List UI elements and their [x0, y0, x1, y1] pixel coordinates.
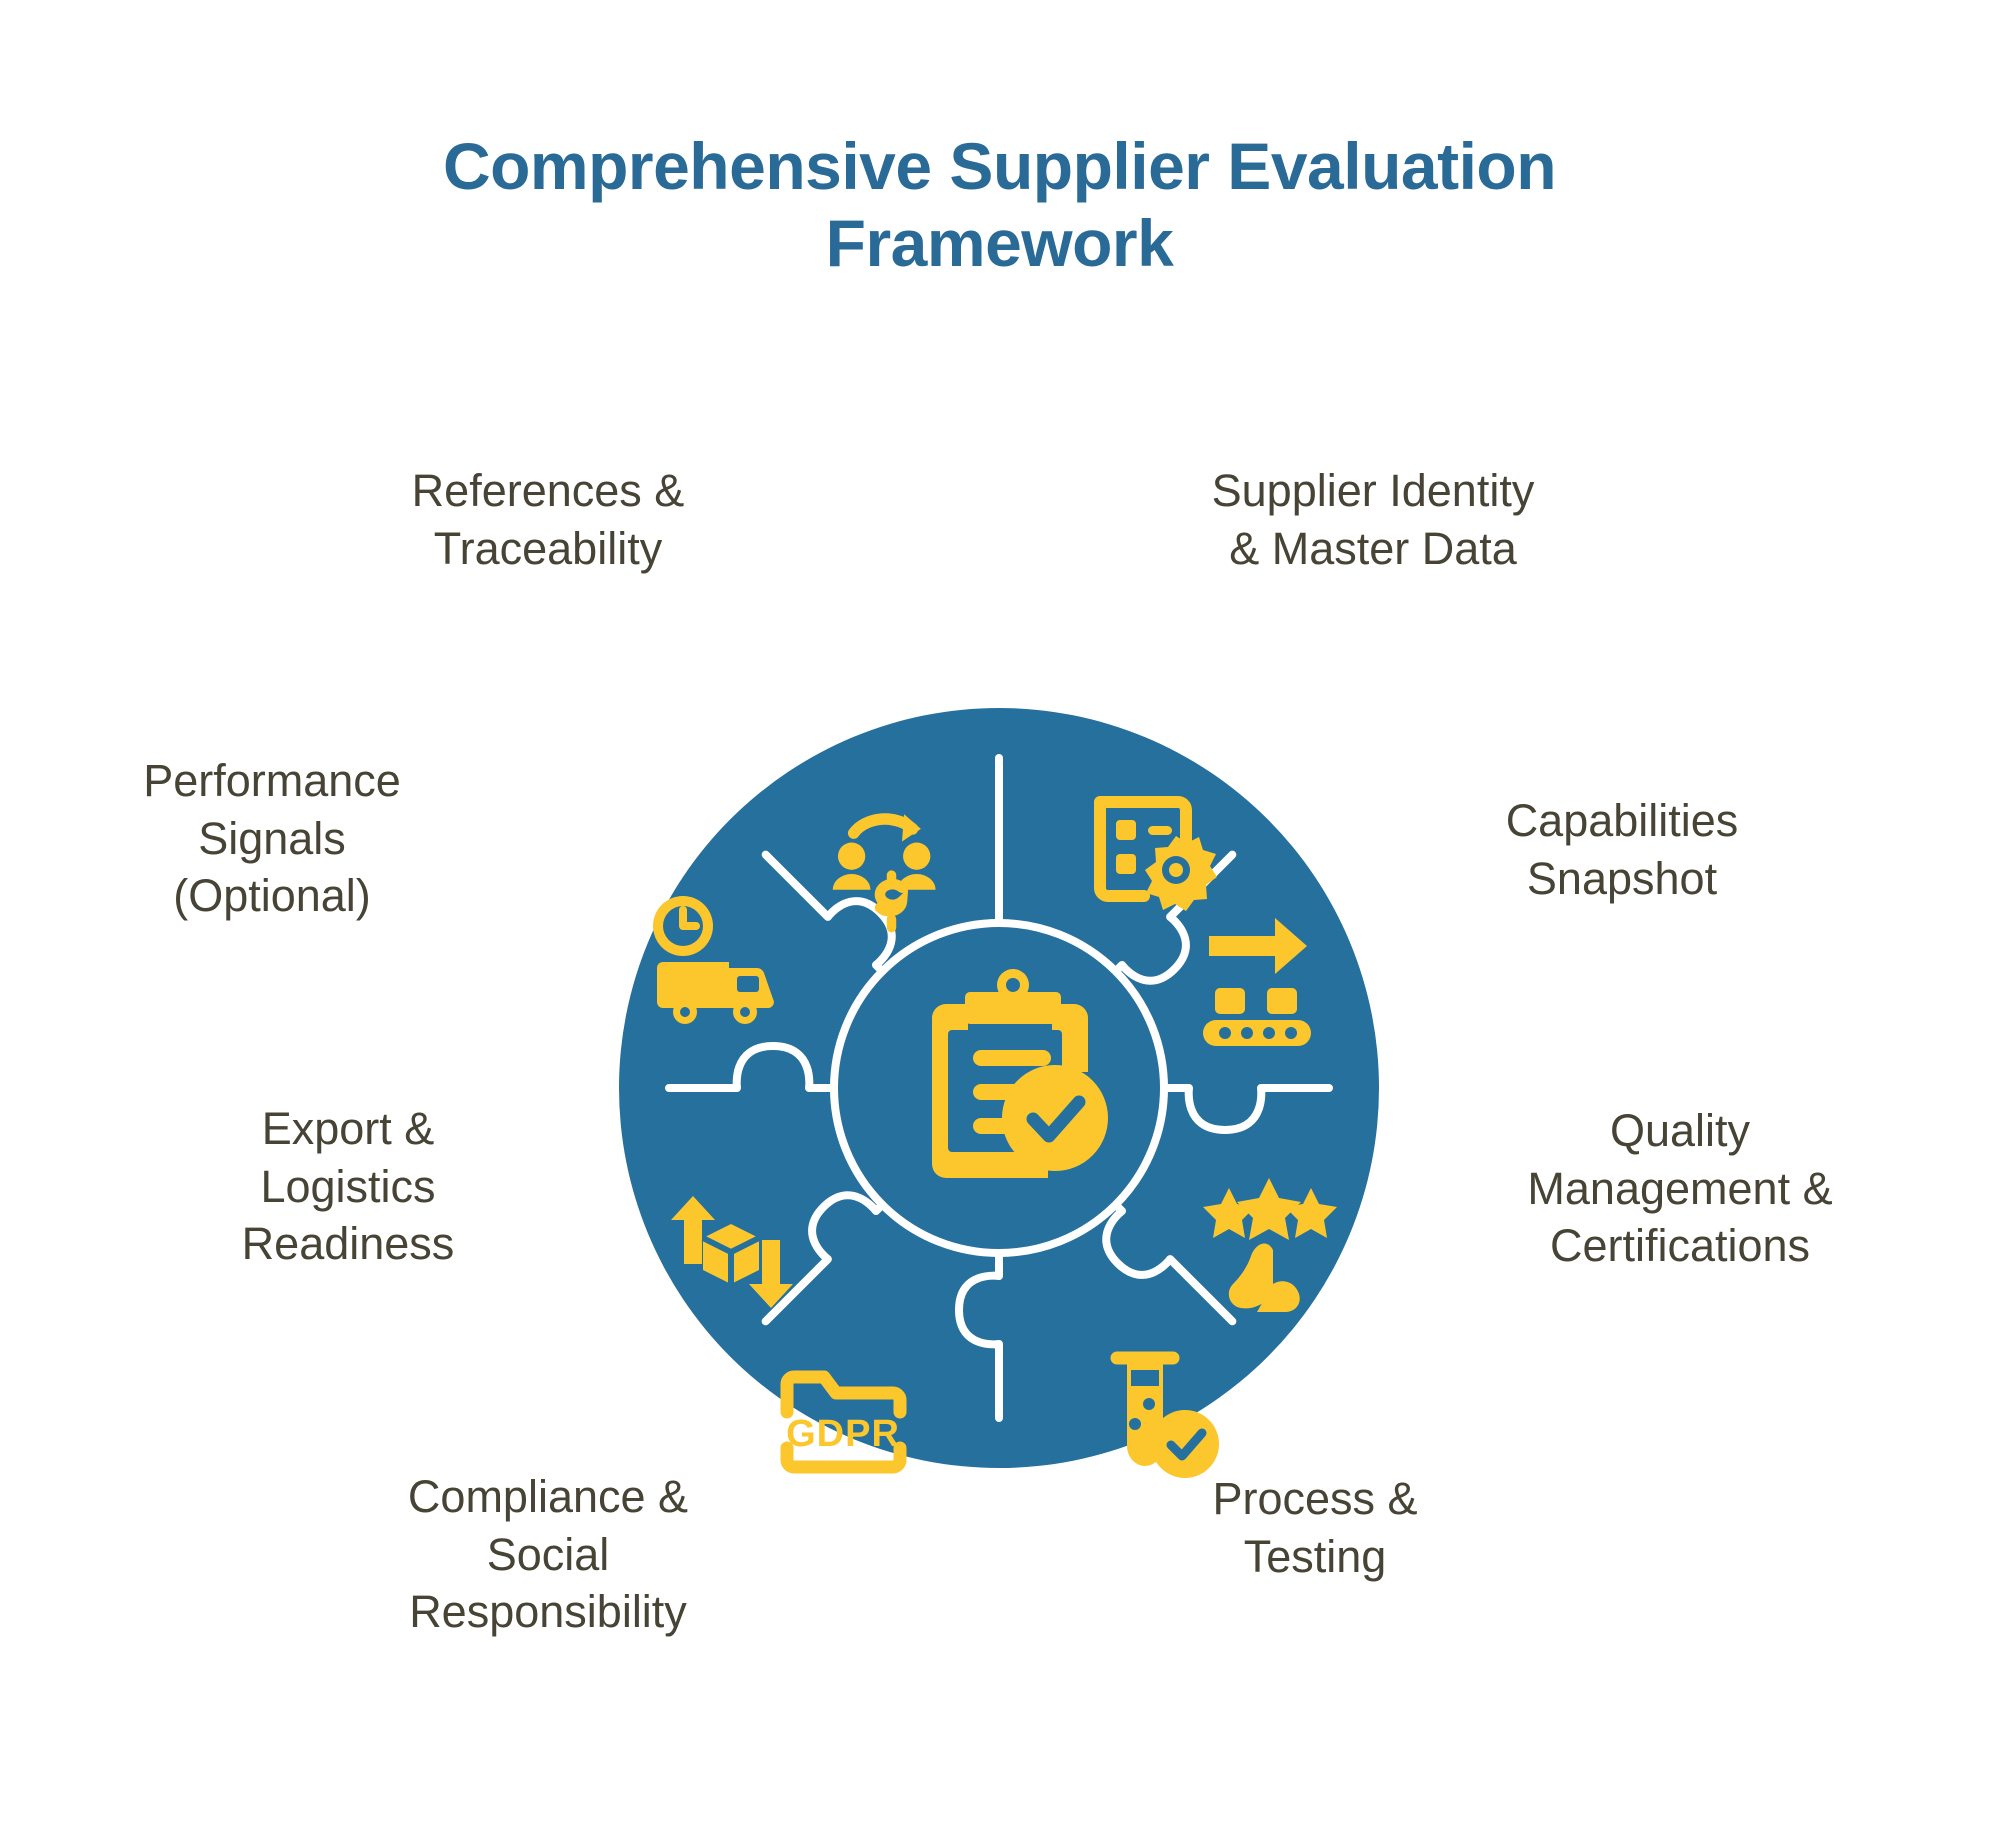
document-gear-icon — [1094, 796, 1217, 911]
test-tube-check-icon — [1110, 1351, 1219, 1478]
segment-label-process: Process & Testing — [1212, 1473, 1418, 1582]
gdpr-folder-icon: GDPR — [780, 1370, 907, 1474]
puzzle-wheel-svg: GDPR — [619, 708, 1379, 1478]
three-stars-thumbs-up-icon — [1203, 1178, 1337, 1312]
people-referral-dollar-icon — [832, 813, 936, 933]
box-up-down-arrows-icon — [671, 1196, 793, 1308]
svg-text:GDPR: GDPR — [786, 1413, 900, 1455]
segment-label-references: References & Traceability — [411, 465, 685, 574]
puzzle-wheel-diagram: GDPR — [499, 588, 1499, 1588]
segment-label-performance: Performance Signals (Optional) — [143, 755, 401, 922]
segment-label-identity: Supplier Identity & Master Data — [1211, 465, 1535, 574]
segment-label-export: Export & Logistics Readiness — [241, 1103, 455, 1270]
segment-label-quality: Quality Management & Certifications — [1527, 1105, 1833, 1272]
segment-label-capabilities: Capabilities Snapshot — [1505, 795, 1739, 904]
clipboard-check-icon — [932, 969, 1108, 1178]
conveyor-belt-arrow-icon — [1203, 918, 1311, 1046]
page-title: Comprehensive Supplier Evaluation Framew… — [442, 129, 1557, 280]
delivery-truck-clock-icon — [653, 896, 774, 1024]
segment-label-compliance: Compliance & Social Responsibility — [407, 1471, 689, 1638]
